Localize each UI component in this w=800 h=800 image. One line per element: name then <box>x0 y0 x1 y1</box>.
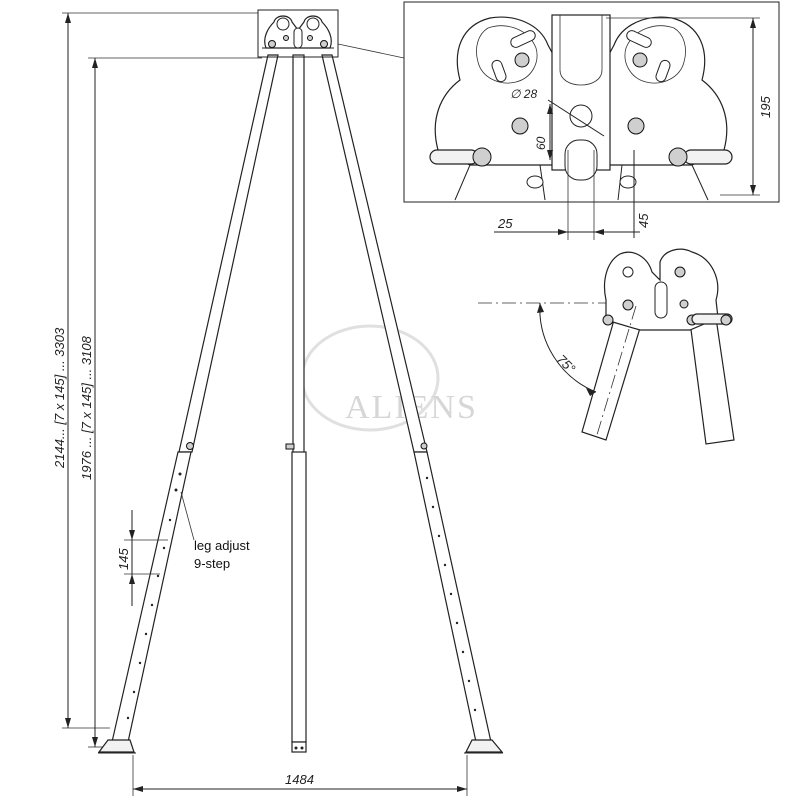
step-dimension-label: 145 <box>116 548 131 570</box>
hole-diameter-label: ∅ 28 <box>510 87 537 101</box>
base-width-dimension <box>132 755 468 796</box>
slot-height-label: 60 <box>534 136 548 150</box>
leg-angle-label: 75° <box>554 352 579 377</box>
angle-detail-view <box>478 248 735 445</box>
head-height-label: 195 <box>758 96 773 118</box>
step-dimension <box>124 510 168 606</box>
height-dimension-extended <box>62 12 258 729</box>
slot-width-label: 45 <box>636 213 651 228</box>
detail-leader-line <box>337 43 405 59</box>
right-foot <box>464 739 504 754</box>
leg-adjust-line2: 9-step <box>194 556 230 571</box>
base-width-label: 1484 <box>285 772 314 787</box>
tripod-head <box>257 9 339 58</box>
height-dimension-working <box>88 57 262 748</box>
leg-adjust-line1: leg adjust <box>194 538 250 553</box>
head-detail-view <box>403 1 780 240</box>
left-leg <box>111 54 279 743</box>
height-extended-label: 2144... [7 x 145] ... 3303 <box>52 327 67 469</box>
right-leg <box>321 54 492 743</box>
height-working-label: 1976 ... [7 x 145] ... 3108 <box>79 335 94 480</box>
center-leg <box>285 54 307 753</box>
leg-adjust-leader <box>180 491 195 541</box>
left-foot <box>97 739 136 754</box>
slot-offset-label: 25 <box>497 216 513 231</box>
